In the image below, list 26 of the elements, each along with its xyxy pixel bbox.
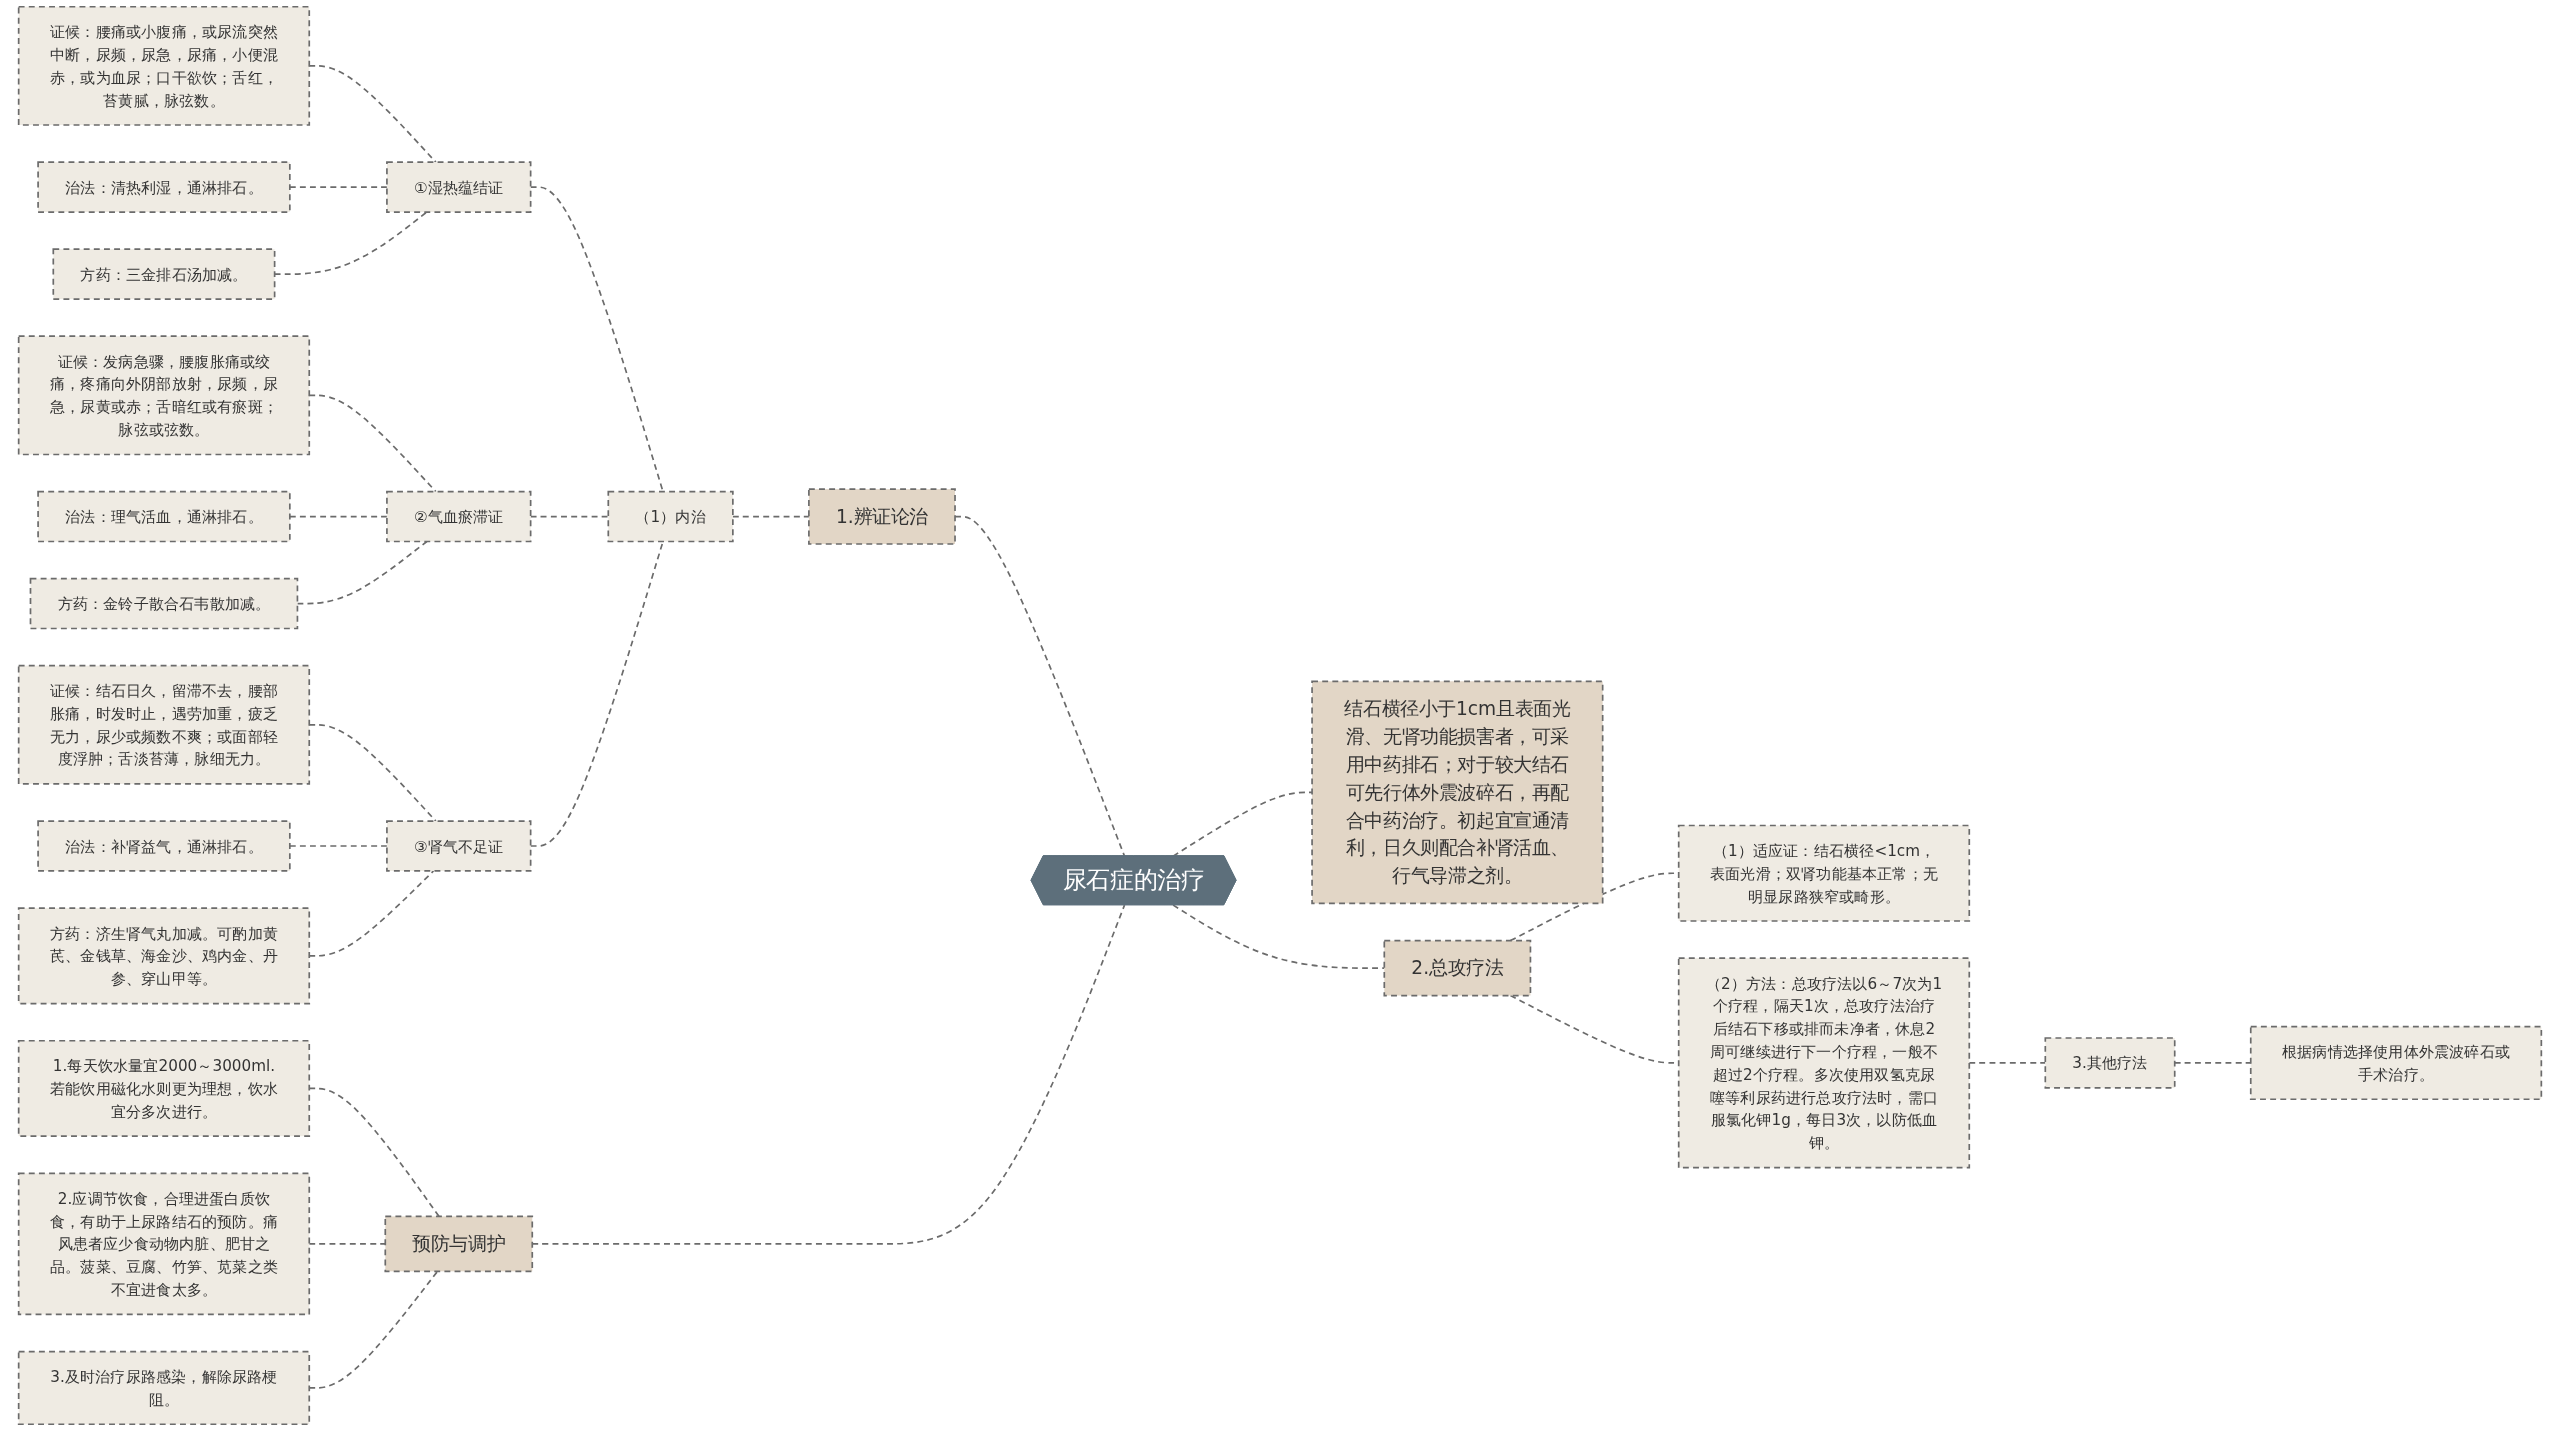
node-box: 治法：补肾益气，通淋排石。: [37, 820, 291, 872]
node-box: 1.每天饮水量宜2000～3000ml.若能饮用磁化水则更为理想，饮水宜分多次进行。: [17, 1039, 311, 1138]
node-box: 证候：结石日久，留滞不去，腰部胀痛，时发时止，遇劳加重，疲乏无力，尿少或频数不爽；或面部轻度浮肿；舌淡苔薄，脉细无力。: [17, 664, 311, 785]
node-box: 证候：腰痛或小腹痛，或尿流突然中断，尿频，尿急，尿痛，小便混赤，或为血尿；口干欲饮；舌红，苔黄腻，脉弦数。: [17, 5, 311, 126]
node-box: 2.总攻疗法: [1383, 939, 1532, 997]
node-box: 证候：发病急骤，腰腹胀痛或绞痛，疼痛向外阴部放射，尿频，尿急，尿黄或赤；舌暗红或有瘀斑；脉弦或弦数。: [17, 335, 311, 456]
node-box: （2）方法：总攻疗法以6～7次为1个疗程，隔天1次，总攻疗法治疗后结石下移或排而未净者，休息2周可继续进行下一个疗程，一般不超过2个疗程。多次使用双氢克尿噻等利尿药进行总攻疗法时，需口服氯化钾1g，每日3次，以防低血钾。: [1677, 957, 1971, 1169]
node-box: ③肾气不足证: [386, 820, 532, 872]
node-box: 根据病情选择使用体外震波碎石或手术治疗。: [2249, 1025, 2543, 1101]
node-box: （1）内治: [607, 490, 734, 543]
node-box: （1）适应证：结石横径<1cm，表面光滑；双肾功能基本正常；无明显尿路狭窄或畸形。: [1677, 824, 1971, 922]
node-box: 治法：理气活血，通淋排石。: [37, 490, 291, 543]
node-box: 1.辨证论治: [808, 488, 956, 545]
node-box: 治法：清热利湿，通淋排石。: [37, 161, 291, 213]
node-box: 3.及时治疗尿路感染，解除尿路梗阻。: [17, 1350, 311, 1426]
node-box: ②气血瘀滞证: [386, 490, 532, 543]
node-box: 结石横径小于1cm且表面光滑、无肾功能损害者，可采用中药排石；对于较大结石可先行体外震波碎石，再配合中药治疗。初起宜宣通清利，日久则配合补肾活血、行气导滞之剂。: [1311, 680, 1604, 905]
node-box: 预防与调护: [384, 1215, 534, 1273]
node-box: 方药：金铃子散合石韦散加减。: [29, 577, 299, 630]
node-box: 2.应调节饮食，合理进蛋白质饮食，有助于上尿路结石的预防。痛风患者应少食动物内脏、肥甘之品。菠菜、豆腐、竹笋、苋菜之类不宜进食太多。: [17, 1172, 311, 1316]
connector: [1172, 791, 1313, 857]
node-box: 方药：济生肾气丸加减。可酌加黄芪、金钱草、海金沙、鸡内金、丹参、穿山甲等。: [17, 907, 311, 1005]
node-box: 方药：三金排石汤加减。: [52, 248, 276, 300]
node-box: ①湿热蕴结证: [386, 161, 532, 213]
connector: [1172, 904, 1386, 969]
node-box: 3.其他疗法: [2044, 1037, 2176, 1089]
